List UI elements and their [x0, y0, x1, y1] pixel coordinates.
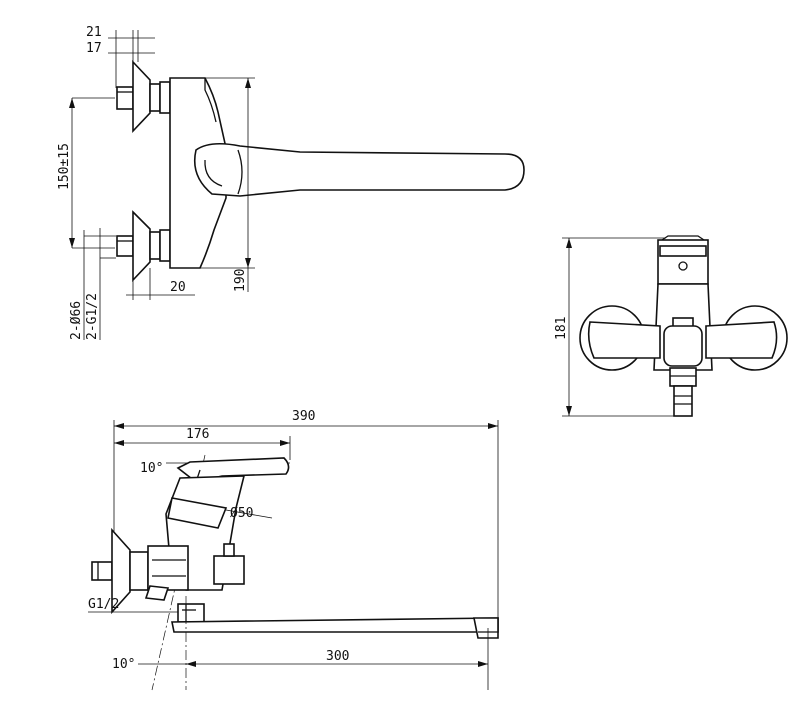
dim-10deg-bottom: 10° [112, 657, 135, 672]
dim-2-g12: 2-G1/2 [85, 293, 100, 340]
dim-g12: G1/2 [88, 597, 119, 612]
dim-2-d66: 2-Ø66 [69, 301, 84, 340]
dim-150: 150±15 [57, 143, 72, 190]
dim-10deg-top: 10° [140, 461, 163, 476]
side-view: 21 17 150±15 2-Ø66 2-G1/2 [57, 25, 525, 340]
dim-d50: Ø50 [230, 506, 253, 521]
front-view: 181 [554, 235, 788, 417]
dim-20: 20 [170, 280, 186, 295]
dim-181: 181 [554, 317, 569, 340]
dim-300: 300 [326, 649, 349, 664]
plan-view: 390 176 10° Ø50 G1/2 [88, 409, 499, 691]
dim-390: 390 [292, 409, 315, 424]
dim-17: 17 [86, 41, 102, 56]
dim-176: 176 [186, 427, 209, 442]
dim-21: 21 [86, 25, 102, 40]
dim-190: 190 [233, 269, 248, 292]
